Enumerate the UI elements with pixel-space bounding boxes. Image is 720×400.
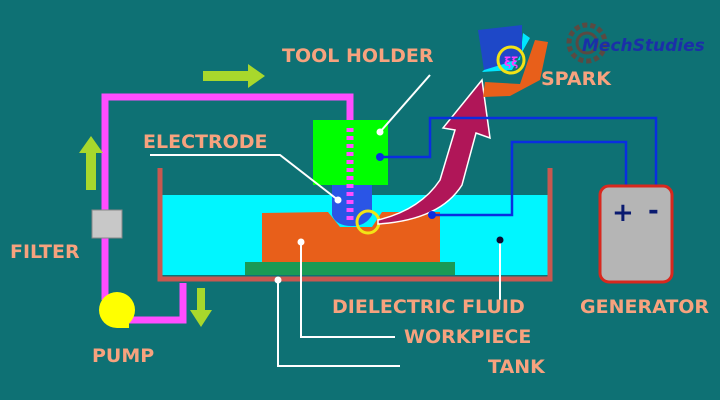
label-electrode: ELECTRODE xyxy=(143,131,268,153)
spark-inset: ξξ xyxy=(478,25,548,97)
filter xyxy=(91,209,123,239)
label-tool-holder: TOOL HOLDER xyxy=(282,45,434,67)
minus-terminal-label: - xyxy=(648,196,659,226)
label-spark: SPARK xyxy=(541,68,612,90)
dielectric-pipe xyxy=(101,93,354,324)
flow-arrows xyxy=(79,64,265,327)
label-generator: GENERATOR xyxy=(580,296,709,318)
label-filter: FILTER xyxy=(10,241,80,263)
workpiece xyxy=(262,212,440,262)
generator xyxy=(598,184,674,284)
spark-arrow xyxy=(377,78,491,225)
generator-wires xyxy=(380,116,658,217)
arrow-up-icon xyxy=(79,136,103,190)
tank xyxy=(157,168,553,282)
electrode xyxy=(332,185,372,226)
svg-text:ξξ: ξξ xyxy=(504,55,518,69)
mechstudies-logo: MechStudies xyxy=(566,22,705,64)
plus-terminal-label: + xyxy=(612,198,634,228)
label-tank: TANK xyxy=(488,356,546,378)
arrow-down-icon xyxy=(190,288,212,327)
label-dielectric-fluid: DIELECTRIC FLUID xyxy=(332,296,525,318)
arrow-right-icon xyxy=(203,64,265,88)
pump xyxy=(99,292,135,328)
leader-lines xyxy=(150,74,501,367)
logo-text: MechStudies xyxy=(582,36,705,56)
label-pump: PUMP xyxy=(92,345,154,367)
base-plate xyxy=(245,262,455,275)
label-workpiece: WORKPIECE xyxy=(404,326,531,348)
